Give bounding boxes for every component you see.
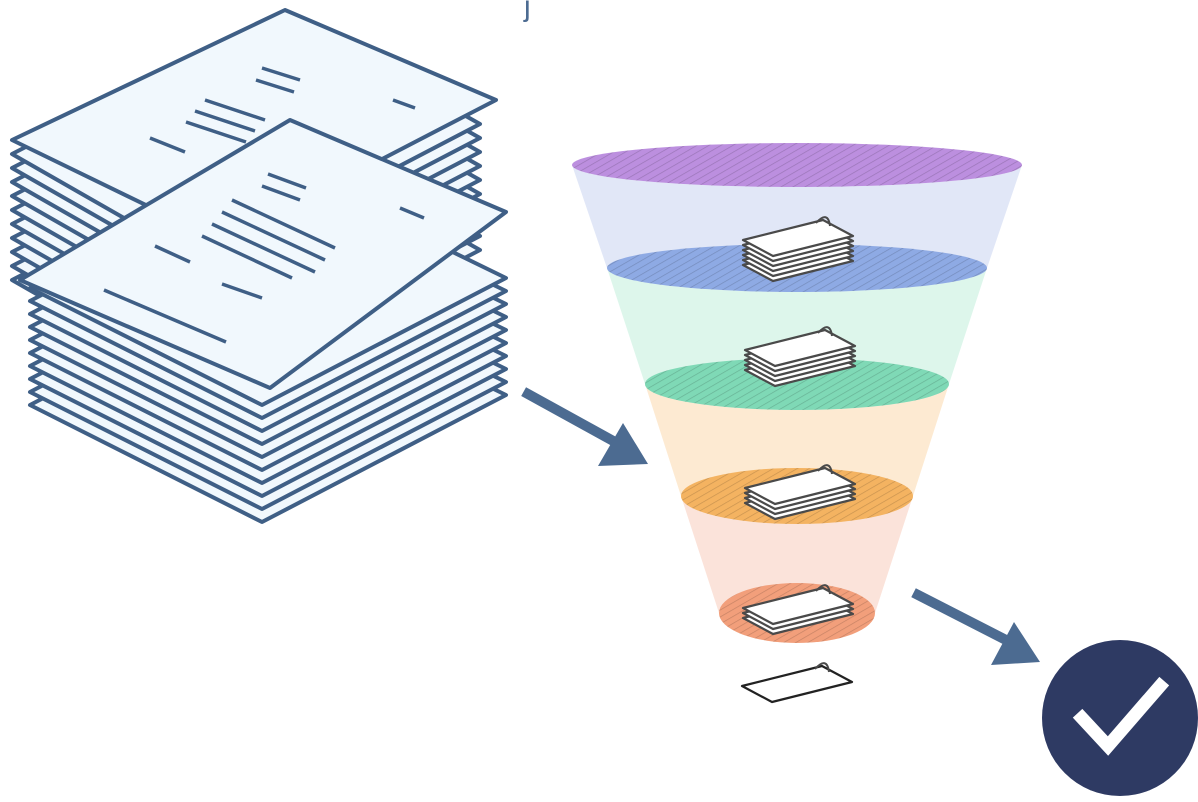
paper-sheet bbox=[741, 218, 855, 258]
funnel-icon bbox=[572, 143, 1022, 704]
paper-stack-icon bbox=[743, 326, 857, 388]
paper-sheet bbox=[743, 328, 857, 368]
document-stack-front bbox=[18, 118, 508, 524]
paper-sheet bbox=[740, 664, 854, 704]
paper-curl bbox=[814, 662, 830, 673]
funnel-level-3-hatching bbox=[645, 358, 949, 410]
paper-sheet bbox=[743, 466, 857, 506]
funnel-level-1 bbox=[572, 143, 1022, 187]
check-badge bbox=[1042, 640, 1198, 796]
front-page-text-lines bbox=[103, 172, 425, 344]
paper-curl bbox=[817, 326, 833, 337]
paper-sheet bbox=[741, 586, 855, 626]
back-page-text-lines bbox=[149, 66, 416, 154]
paper-curl bbox=[817, 464, 833, 475]
paper-stack-icon bbox=[743, 464, 857, 521]
arrow-icon bbox=[521, 387, 648, 466]
check-mark bbox=[1072, 676, 1170, 756]
paper-curl bbox=[815, 584, 831, 595]
arrow-to-result bbox=[911, 588, 1013, 647]
funnel-level-3 bbox=[645, 358, 949, 410]
arrow-into-funnel-head bbox=[598, 423, 648, 466]
top-glyph: j bbox=[523, 0, 531, 23]
checkmark-icon bbox=[1042, 640, 1198, 796]
document-stack-icon bbox=[10, 8, 508, 524]
paper-stack-icon bbox=[741, 584, 855, 636]
funnel-level-1-hatching bbox=[572, 143, 1022, 187]
arrow-into-funnel bbox=[521, 387, 622, 449]
paper-curl bbox=[815, 216, 831, 227]
arrow-to-result-head bbox=[991, 622, 1040, 665]
arrow-icon bbox=[911, 588, 1040, 665]
paper-stack-icon bbox=[740, 662, 854, 704]
paper-stack-icon bbox=[741, 216, 855, 283]
